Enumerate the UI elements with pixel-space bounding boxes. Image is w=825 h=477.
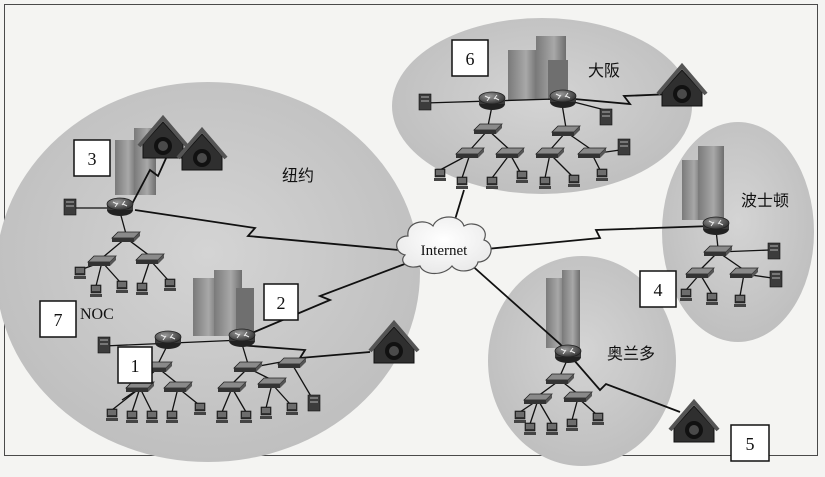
- osaka-pc-icon: [596, 169, 608, 181]
- callout-1: 1: [118, 347, 152, 383]
- callout-6: 6: [452, 40, 488, 76]
- osaka-router-icon: [479, 92, 505, 110]
- orlando-pc-icon: [524, 423, 536, 435]
- noc-server-icon: [308, 395, 320, 411]
- noc-pc-icon: [126, 411, 138, 423]
- callout-4-number: 4: [654, 280, 663, 300]
- osaka-pc-icon: [434, 169, 446, 181]
- boston-server-icon: [770, 271, 782, 287]
- new-york-label: 纽约: [282, 166, 314, 185]
- new-york-server-icon: [64, 199, 76, 215]
- new-york-router-icon: [107, 198, 133, 216]
- orlando-pc-icon: [514, 411, 526, 423]
- osaka-router-icon: [550, 90, 576, 108]
- boston-region: [662, 122, 814, 342]
- orlando-pc-icon: [592, 413, 604, 425]
- callout-2: 2: [264, 284, 298, 320]
- osaka-server-icon: [600, 109, 612, 125]
- noc-pc-icon: [286, 403, 298, 415]
- boston-router-icon: [703, 217, 729, 235]
- noc-pc-icon: [216, 411, 228, 423]
- noc-pc-icon: [260, 407, 272, 419]
- new-york-pc-icon: [116, 281, 128, 293]
- osaka-server-icon: [419, 94, 431, 110]
- orlando-pc-icon: [546, 423, 558, 435]
- osaka-pc-icon: [516, 171, 528, 183]
- callout-2-number: 2: [277, 293, 286, 313]
- osaka-label: 大阪: [588, 61, 620, 80]
- internet-label: Internet: [421, 243, 468, 259]
- boston-label: 波士顿: [741, 191, 789, 210]
- callout-5-number: 5: [746, 434, 755, 454]
- callout-5: 5: [731, 425, 769, 461]
- boston-pc-icon: [706, 293, 718, 305]
- noc-router-icon: [229, 329, 255, 347]
- noc-pc-icon: [240, 411, 252, 423]
- new-york-pc-icon: [74, 267, 86, 279]
- boston-pc-icon: [680, 289, 692, 301]
- new-york-pc-icon: [90, 285, 102, 297]
- noc-router-icon: [155, 331, 181, 349]
- callout-1-number: 1: [131, 356, 140, 376]
- callout-3-number: 3: [88, 149, 97, 169]
- noc-pc-icon: [166, 411, 178, 423]
- callout-6-number: 6: [466, 49, 475, 69]
- osaka-pc-icon: [568, 175, 580, 187]
- noc-pc-icon: [146, 411, 158, 423]
- callout-7: 7: [40, 301, 76, 337]
- osaka-pc-icon: [539, 177, 551, 189]
- boston-server-icon: [768, 243, 780, 259]
- osaka-server-icon: [618, 139, 630, 155]
- noc-label: NOC: [80, 306, 114, 323]
- new-york-pc-icon: [136, 283, 148, 295]
- boston-pc-icon: [734, 295, 746, 307]
- orlando-pc-icon: [566, 419, 578, 431]
- new-york-pc-icon: [164, 279, 176, 291]
- orlando-router-icon: [555, 345, 581, 363]
- orlando-label: 奥兰多: [607, 344, 655, 363]
- osaka-pc-icon: [456, 177, 468, 189]
- callout-7-number: 7: [54, 310, 63, 330]
- osaka-pc-icon: [486, 177, 498, 189]
- noc-server-icon: [98, 337, 110, 353]
- orlando-home-icon: [670, 402, 718, 442]
- callout-3: 3: [74, 140, 110, 176]
- noc-pc-icon: [106, 409, 118, 421]
- internet-cloud: Internet: [397, 217, 491, 274]
- noc-pc-icon: [194, 403, 206, 415]
- callout-4: 4: [640, 271, 676, 307]
